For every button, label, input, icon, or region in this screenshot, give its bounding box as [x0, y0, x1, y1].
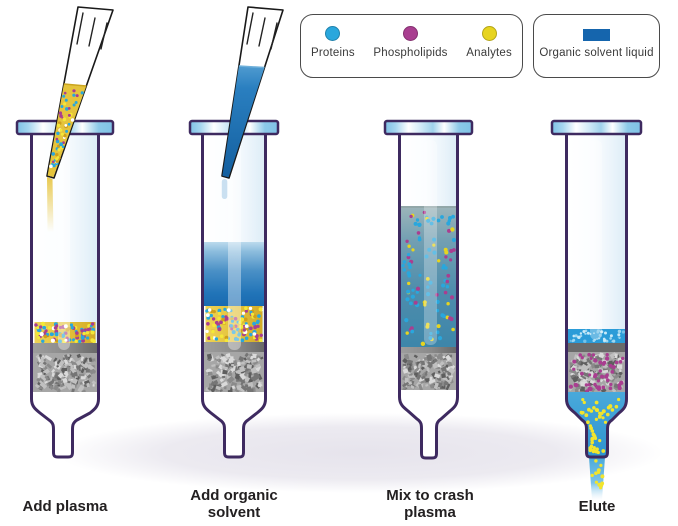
- funnel-tip: [201, 392, 267, 459]
- legend-particles-box: Proteins Phospholipids Analytes: [300, 14, 523, 78]
- step-label-mix-to-crash-plasma: Mix to crash plasma: [386, 487, 474, 521]
- protein-dot-icon: [325, 26, 341, 41]
- analyte-particles-eluting: [579, 397, 621, 455]
- step-label-add-organic-solvent: Add organic solvent: [190, 487, 278, 521]
- spe-column-mix-to-crash-plasma: [383, 119, 474, 460]
- funnel-tip: [398, 390, 459, 460]
- spe-column-add-plasma: [15, 119, 115, 459]
- tube-wall-left: [30, 134, 33, 394]
- pipette-shaft-lines-icon: [76, 12, 108, 50]
- analyte-particles-stream: [590, 459, 605, 490]
- plasma-stream: [47, 177, 54, 232]
- step-label-line: solvent: [207, 504, 261, 521]
- legend-item-analytes: Analytes: [466, 15, 512, 77]
- sorbent-speckles: [205, 352, 264, 395]
- frit: [568, 343, 625, 352]
- tube-cap: [550, 119, 643, 136]
- meniscus-line: [238, 65, 265, 69]
- step-label-line: Add plasma: [22, 498, 108, 515]
- legend-label: Analytes: [466, 47, 512, 59]
- solvent-stream: [221, 179, 228, 199]
- legend-item-phospholipids: Phospholipids: [373, 15, 447, 77]
- tube-cap: [383, 119, 474, 136]
- eluate-stream: [589, 457, 605, 500]
- step-label-line: Elute: [578, 498, 616, 515]
- legend-label: Phospholipids: [373, 47, 448, 59]
- spe-column-add-organic-solvent: [188, 119, 280, 459]
- frit: [204, 342, 264, 352]
- tube-wall-left: [565, 134, 568, 394]
- trapped-phospholipid-particles: [568, 352, 625, 394]
- plasma-particles: [205, 306, 264, 343]
- spe-column-elute: [550, 119, 643, 500]
- tube-wall-right: [625, 134, 628, 394]
- eluent-speckles: [569, 329, 626, 343]
- mixed-particles: [401, 210, 456, 346]
- plasma-particles: [34, 321, 96, 344]
- tube-wall-left: [398, 134, 401, 392]
- glass-highlight: [58, 140, 70, 350]
- sorbent-speckles: [34, 353, 97, 394]
- tube-wall-right: [264, 134, 267, 394]
- organic-solvent-swatch-icon: [583, 29, 610, 41]
- tube-wall-left: [201, 134, 204, 394]
- organic-solvent-layer: [204, 242, 264, 306]
- pipette-organic-solvent: [221, 6, 284, 179]
- step-label-line: Add organic: [190, 487, 278, 504]
- meniscus-line: [63, 83, 87, 87]
- step-label-line: Mix to crash: [386, 487, 474, 504]
- legend-label: Organic solvent liquid: [539, 47, 654, 59]
- tube-wall-right: [456, 134, 459, 392]
- funnel-tip: [30, 392, 100, 459]
- frit: [401, 347, 456, 353]
- glass-highlight: [228, 140, 241, 350]
- legend-label: Proteins: [311, 47, 355, 59]
- legend-solvent-box: Organic solvent liquid: [533, 14, 660, 78]
- plasma-particles-in-pipette: [49, 89, 84, 169]
- pipette-plasma: [46, 6, 114, 179]
- frit: [33, 343, 97, 353]
- sorbent-speckles: [402, 352, 456, 392]
- funnel-tip-eluting: [565, 392, 628, 459]
- phospholipid-dot-icon: [403, 26, 419, 41]
- pipette-solvent-liquid: [222, 66, 265, 178]
- step-label-add-plasma: Add plasma: [22, 498, 107, 515]
- step-label-line: plasma: [404, 504, 456, 521]
- liquid-surface-line: [401, 206, 456, 208]
- floor-shadow: [57, 413, 663, 493]
- pipette-shaft-lines-icon: [246, 12, 278, 50]
- legend-item-proteins: Proteins: [311, 15, 355, 77]
- analyte-dot-icon: [481, 26, 497, 41]
- glass-highlight: [424, 140, 437, 345]
- glass-highlight: [590, 140, 602, 340]
- tube-wall-right: [97, 134, 100, 394]
- step-label-elute: Elute: [579, 498, 616, 515]
